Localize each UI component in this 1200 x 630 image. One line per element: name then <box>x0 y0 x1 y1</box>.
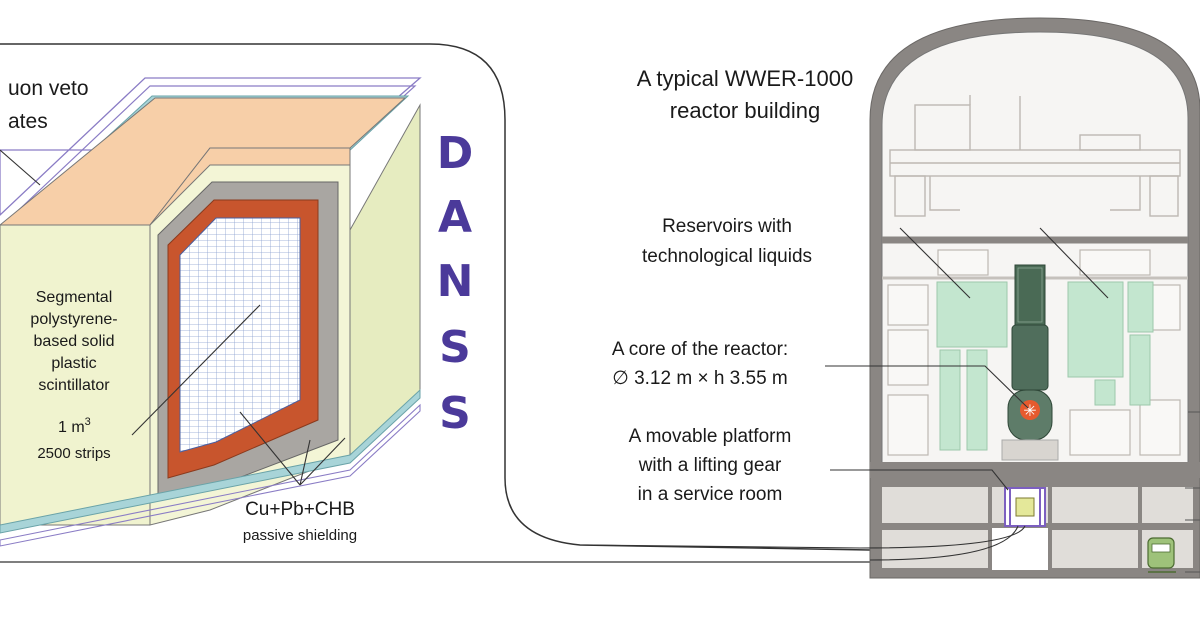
crane-structure <box>889 95 1181 217</box>
base-slab <box>870 462 1200 478</box>
service-room-open <box>992 528 1048 570</box>
scintillator-line-4: plastic <box>51 355 96 372</box>
danss-letter-n: N <box>437 256 474 307</box>
building-title-line2: reactor building <box>670 98 820 123</box>
core-leader <box>825 365 1029 409</box>
scintillator-block <box>179 217 301 453</box>
shielding-title: Cu+Pb+CHB <box>245 499 355 520</box>
shield-front-left <box>0 224 151 526</box>
veto-label-line2: ates <box>8 110 48 133</box>
reservoirs-line2: technological liquids <box>642 246 812 267</box>
danss-detector <box>0 77 422 547</box>
detector-to-platform-line <box>579 525 1026 549</box>
veto-label-line1: uon veto <box>8 77 89 100</box>
danss-letter-d: D <box>437 128 474 179</box>
danss-letter-a: A <box>438 192 472 243</box>
shield-leader-line-3 <box>299 437 346 486</box>
movable-platform <box>1004 487 1046 527</box>
volume-exponent: 3 <box>85 416 91 428</box>
volume-leader-line <box>131 304 261 436</box>
reservoir-left <box>936 281 1008 348</box>
veto-leader-line <box>0 149 41 186</box>
reservoir-right <box>1067 281 1124 378</box>
scintillator-line-3: based solid <box>34 333 115 350</box>
scintillator-label: Segmental polystyrene- based solid plast… <box>30 289 117 394</box>
danss-letter-s2: S <box>439 388 471 439</box>
scintillator-line-1: Segmental <box>36 289 113 306</box>
reactor-vessel: ✳ <box>1001 264 1059 461</box>
core-star-icon: ✳ <box>1023 401 1036 420</box>
rail-car-icon <box>1147 537 1176 573</box>
strips-label: 2500 strips <box>37 445 110 462</box>
platform-leader <box>830 469 1009 491</box>
edge-leader-ticks <box>1185 411 1200 573</box>
platform-line3: in a service room <box>638 484 783 505</box>
volume-base: 1 m <box>58 419 85 436</box>
reservoir-leader-right <box>1039 227 1109 299</box>
platform-line2: with a lifting gear <box>638 455 782 476</box>
building-title-line1: A typical WWER-1000 <box>637 66 853 91</box>
platform-line1: A movable platform <box>629 426 792 447</box>
veto-plate-bottom-2 <box>0 403 421 547</box>
shield-leader-line-2 <box>299 439 311 486</box>
danss-logo: D A N S S <box>437 128 474 439</box>
reservoirs <box>936 281 1154 451</box>
core-line2: ∅ 3.12 m × h 3.55 m <box>612 368 788 389</box>
danss-letter-s1: S <box>439 322 471 373</box>
core-line1: A core of the reactor: <box>612 339 788 360</box>
veto-plate-bottom-1 <box>0 388 421 534</box>
equipment-rooms <box>887 249 1181 456</box>
shielding-subtitle: passive shielding <box>243 527 357 544</box>
shield-leader-line-1 <box>239 411 301 486</box>
reservoirs-line1: Reservoirs with <box>662 216 792 237</box>
detector-to-platform-line-2 <box>869 525 1019 561</box>
scintillator-line-5: scintillator <box>38 377 110 394</box>
reactor-building: ✳ <box>869 17 1200 579</box>
right-leader-lines <box>579 227 1109 561</box>
scintillator-line-2: polystyrene- <box>30 311 117 328</box>
reservoir-leader-left <box>899 227 971 299</box>
panel-outline <box>0 43 871 551</box>
volume-label: 1 m3 <box>58 416 91 436</box>
